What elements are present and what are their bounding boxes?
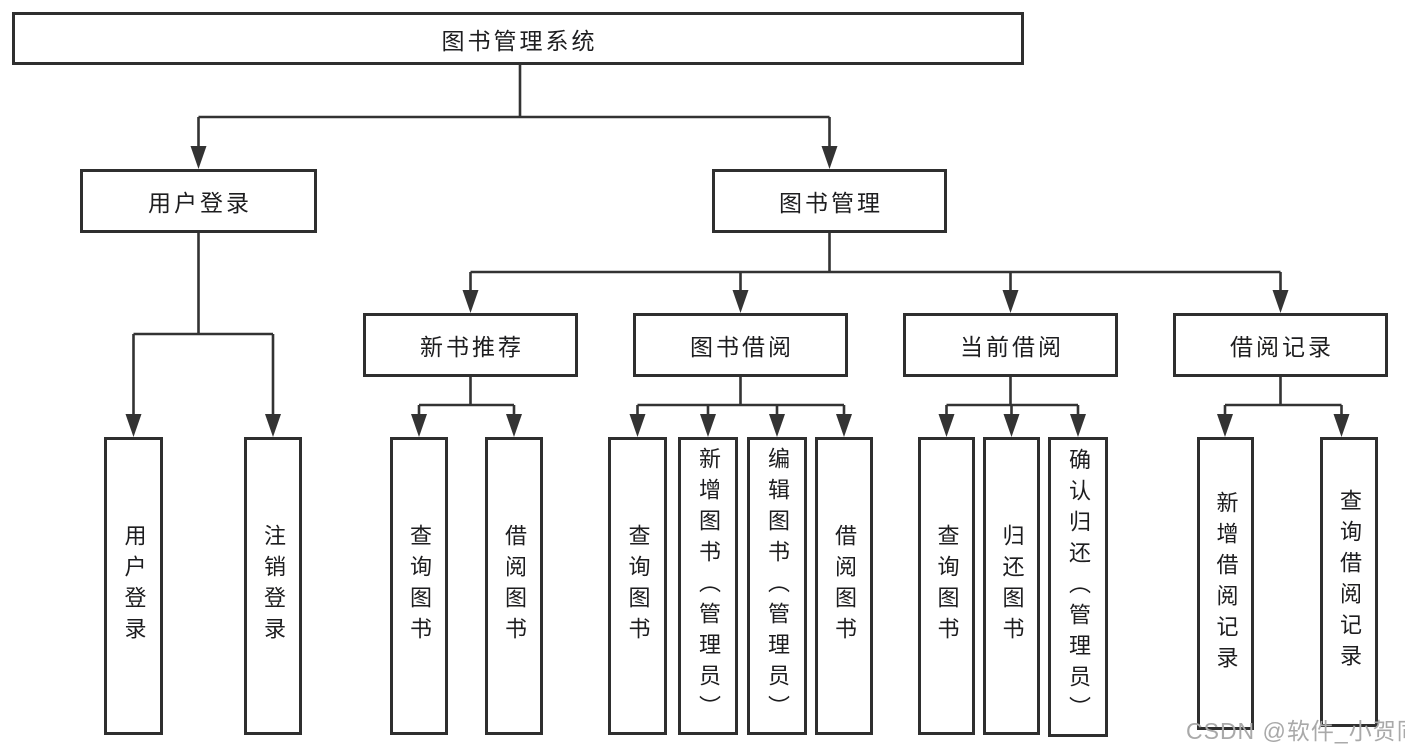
node-book-management-branch: 图书管理 (712, 169, 947, 233)
node-new-book-recommend: 新书推荐 (363, 313, 578, 377)
node-borrow-records: 借阅记录 (1173, 313, 1388, 377)
leaf-query-books-recommend: 查询图书 (390, 437, 448, 735)
leaf-query-books-current: 查询图书 (918, 437, 975, 735)
arrowheads (125, 146, 1350, 437)
node-book-borrow: 图书借阅 (633, 313, 848, 377)
csdn-watermark: CSDN @软件_小贺同学 (1186, 718, 1405, 744)
leaf-confirm-return-admin: 确认归还（管理员） (1048, 437, 1108, 737)
leaf-borrow-books-recommend: 借阅图书 (485, 437, 543, 735)
leaf-add-borrow-record: 新增借阅记录 (1197, 437, 1254, 730)
leaf-logout: 注销登录 (244, 437, 302, 735)
node-root: 图书管理系统 (12, 12, 1024, 65)
node-current-borrow: 当前借阅 (903, 313, 1118, 377)
leaf-user-login: 用户登录 (104, 437, 163, 735)
leaf-borrow-books: 借阅图书 (815, 437, 873, 735)
leaf-edit-books-admin: 编辑图书（管理员） (747, 437, 807, 735)
leaf-query-borrow-record: 查询借阅记录 (1320, 437, 1378, 727)
leaf-add-books-admin: 新增图书（管理员） (678, 437, 738, 735)
node-user-login-branch: 用户登录 (80, 169, 317, 233)
leaf-query-books-borrow: 查询图书 (608, 437, 667, 735)
leaf-return-books: 归还图书 (983, 437, 1040, 735)
